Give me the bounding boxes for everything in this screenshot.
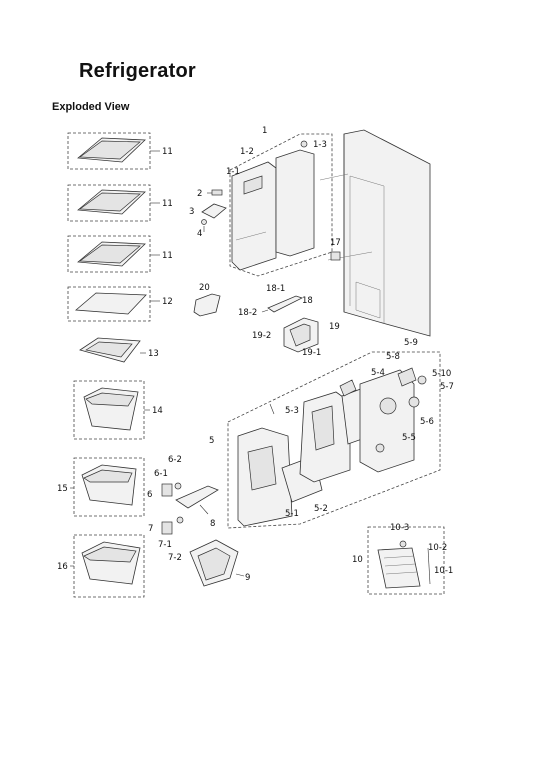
part-17 xyxy=(330,251,341,261)
callout-19: 19 xyxy=(329,322,340,332)
callout-5-5: 5-5 xyxy=(402,433,416,443)
drawer-15 xyxy=(70,457,145,517)
callout-7: 7 xyxy=(148,524,153,534)
callout-1-1: 1-1 xyxy=(226,167,240,177)
part-18-bracket xyxy=(261,295,304,313)
drawer-14 xyxy=(73,380,150,440)
callout-20: 20 xyxy=(199,283,210,293)
callout-17: 17 xyxy=(330,238,341,248)
dispenser-assembly-5 xyxy=(227,351,441,529)
callout-4: 4 xyxy=(197,229,202,239)
dispenser-cover-assembly-1 xyxy=(229,133,333,277)
callout-1-2: 1-2 xyxy=(240,147,254,157)
callout-5: 5 xyxy=(209,436,214,446)
callout-13: 13 xyxy=(148,349,159,359)
callout-1: 1 xyxy=(262,126,267,136)
page-title: Refrigerator xyxy=(79,60,196,82)
callout-1-3: 1-3 xyxy=(313,140,327,150)
callout-5-7: 5-7 xyxy=(440,382,454,392)
callout-5-4: 5-4 xyxy=(371,368,385,378)
shelf-11-middle xyxy=(67,184,160,222)
part-2-screw xyxy=(207,189,223,196)
callout-14: 14 xyxy=(152,406,163,416)
part-19-module xyxy=(283,317,319,353)
callout-5-1: 5-1 xyxy=(285,509,299,519)
callout-7-1: 7-1 xyxy=(158,540,172,550)
callout-6-1: 6-1 xyxy=(154,469,168,479)
callout-18-1: 18-1 xyxy=(266,284,285,294)
callout-5-9: 5-9 xyxy=(404,338,418,348)
callout-16: 16 xyxy=(57,562,68,572)
callout-10-1: 10-1 xyxy=(434,566,453,576)
part-9-panel xyxy=(189,539,245,587)
callout-18-2: 18-2 xyxy=(238,308,257,318)
callout-9: 9 xyxy=(245,573,250,583)
callout-18: 18 xyxy=(302,296,313,306)
callout-11-top: 11 xyxy=(162,147,173,157)
cover-13 xyxy=(79,337,146,363)
heater-assembly-10 xyxy=(367,526,445,595)
callout-5-8: 5-8 xyxy=(386,352,400,362)
part-7 xyxy=(161,516,184,535)
part-4-screw xyxy=(201,219,207,232)
page-subtitle: Exploded View xyxy=(52,101,130,113)
part-3-lever xyxy=(201,203,227,219)
callout-19-1: 19-1 xyxy=(302,348,321,358)
part-6 xyxy=(161,482,182,497)
callout-12: 12 xyxy=(162,297,173,307)
callout-5-6: 5-6 xyxy=(420,417,434,427)
callout-5-3: 5-3 xyxy=(285,406,299,416)
callout-5-10: 5-10 xyxy=(432,369,451,379)
callout-10-2: 10-2 xyxy=(428,543,447,553)
callout-6-2: 6-2 xyxy=(168,455,182,465)
callout-5-2: 5-2 xyxy=(314,504,328,514)
callout-2: 2 xyxy=(197,189,202,199)
callout-11-middle: 11 xyxy=(162,199,173,209)
drawer-16 xyxy=(70,534,145,598)
callout-3: 3 xyxy=(189,207,194,217)
callout-15: 15 xyxy=(57,484,68,494)
shelf-11-top xyxy=(67,132,160,170)
callout-7-2: 7-2 xyxy=(168,553,182,563)
callout-19-2: 19-2 xyxy=(252,331,271,341)
shelf-12 xyxy=(67,286,160,322)
callout-8: 8 xyxy=(210,519,215,529)
callout-11-bottom: 11 xyxy=(162,251,173,261)
callout-6: 6 xyxy=(147,490,152,500)
callout-10: 10 xyxy=(352,555,363,565)
refrigerator-cabinet xyxy=(319,129,431,337)
callout-10-3: 10-3 xyxy=(390,523,409,533)
part-20-guard xyxy=(193,293,221,317)
shelf-11-bottom xyxy=(67,235,160,273)
part-8-bar xyxy=(175,485,219,515)
